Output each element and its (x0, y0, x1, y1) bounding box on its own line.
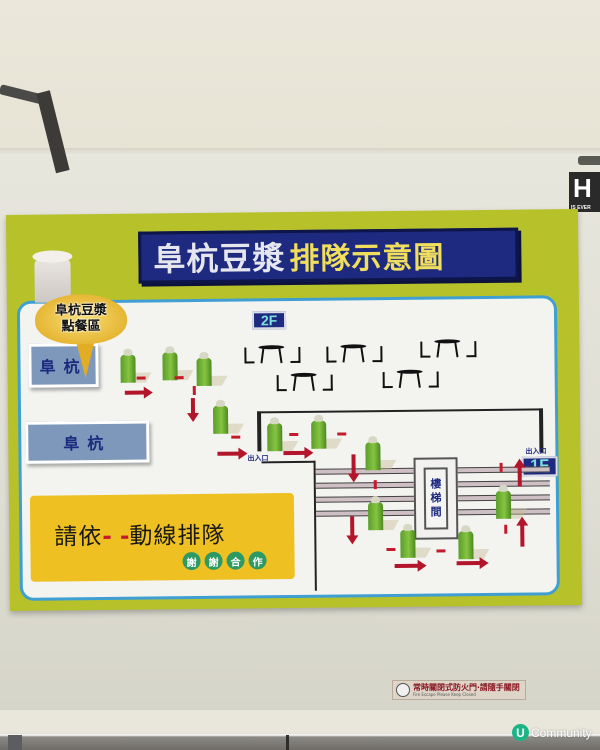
stairwell-char: 梯 (430, 491, 442, 505)
thanks-badge: 合 (226, 551, 245, 570)
thanks-badge: 謝 (204, 551, 223, 570)
exit-label-left: 出入口 (247, 454, 269, 463)
person-icon (367, 496, 400, 531)
thanks-badges: 謝 謝 合 作 (182, 551, 267, 571)
table-icon (242, 345, 302, 368)
arrow-right-icon (283, 450, 306, 456)
arrow-right-icon (394, 563, 419, 568)
dash-mark (192, 386, 196, 396)
h-sign-small-text: IS EVER (571, 205, 591, 211)
person-icon (365, 436, 397, 471)
fire-door-sign: 常時關閉式防火門‧請隨手關閉 Fire Escape Please Keep C… (392, 680, 526, 700)
u-logo-icon: U (512, 724, 529, 741)
stairwell-char: 間 (430, 505, 442, 519)
arrow-down-icon (351, 454, 356, 475)
dash-mark (499, 462, 503, 472)
table-icon (324, 344, 384, 367)
dash-mark (337, 432, 347, 436)
queue-diagram-poster: 阜杭豆漿 排隊示意圖 2F 1F 阜杭 阜杭 出入口 出入口 樓 梯 (5, 209, 583, 611)
arrow-down-icon (350, 516, 355, 537)
watermark: U Community (512, 724, 592, 741)
dash-mark (231, 435, 241, 439)
counter-end-cap (8, 735, 22, 750)
h-sign-letter: H (573, 173, 592, 203)
wall-segment (257, 411, 262, 452)
person-icon (400, 523, 432, 558)
exit-label-right: 出入口 (525, 447, 547, 456)
fire-sign-chinese: 常時關閉式防火門‧請隨手關閉 (413, 683, 520, 692)
person-icon (458, 525, 490, 560)
notice-text-after: 動線排隊 (129, 522, 226, 550)
person-icon (120, 348, 152, 383)
queue-notice: 請依- -動線排隊 謝 謝 合 作 (29, 493, 295, 582)
floor-tag-2f: 2F (251, 311, 287, 330)
order-area-bubble: 阜杭豆漿 點餐區 (34, 293, 128, 345)
arrow-up-icon (520, 524, 525, 547)
wall-upper (0, 0, 600, 170)
arrow-down-icon (190, 398, 196, 415)
arrow-right-icon (217, 451, 240, 456)
dash-mark (289, 432, 299, 437)
order-bubble-line2: 點餐區 (61, 319, 101, 335)
person-icon (495, 484, 527, 519)
watermark-brand: Community (531, 725, 592, 740)
fire-sign-english: Fire Escape Please Keep Closed (413, 692, 476, 697)
stairwell: 樓 梯 間 (413, 457, 459, 540)
wall-ledge (0, 148, 600, 156)
notice-text: 請依- -動線排隊 (54, 516, 225, 552)
person-icon (196, 351, 228, 387)
dash-mark (174, 376, 184, 380)
table-icon (418, 339, 478, 362)
h-sign: H IS EVER (569, 172, 600, 212)
arrow-right-icon (124, 390, 145, 395)
sign-bracket (578, 156, 600, 165)
dash-mark (373, 480, 377, 490)
dash-mark (436, 549, 446, 553)
wall-segment (313, 460, 317, 591)
thanks-badge: 作 (248, 551, 267, 570)
title-diagram-label: 排隊示意圖 (289, 240, 445, 278)
person-icon (267, 417, 299, 452)
notice-text-before: 請依 (54, 524, 103, 551)
arrow-right-icon (456, 561, 481, 566)
wall-segment (261, 460, 316, 464)
thanks-badge: 謝 (182, 551, 201, 571)
steel-counter (0, 733, 600, 750)
dash-mark (504, 524, 508, 534)
arrow-up-icon (517, 466, 522, 487)
dash-mark (386, 547, 396, 552)
order-bubble-line1: 阜杭豆漿 (54, 302, 108, 319)
table-icon (381, 369, 441, 392)
counter-seam (286, 735, 289, 750)
stairwell-char: 樓 (430, 477, 442, 491)
notice-dash-line: - - (102, 523, 130, 551)
table-icon (275, 372, 335, 396)
wall-2f-divider (257, 408, 544, 414)
person-icon (311, 414, 343, 449)
person-icon (212, 399, 245, 434)
poster-title: 阜杭豆漿 排隊示意圖 (138, 227, 519, 284)
dash-mark (136, 376, 146, 380)
fire-dept-logo-icon (396, 683, 410, 697)
counter-lower: 阜杭 (25, 420, 150, 464)
title-shop-name: 阜杭豆漿 (153, 239, 286, 279)
